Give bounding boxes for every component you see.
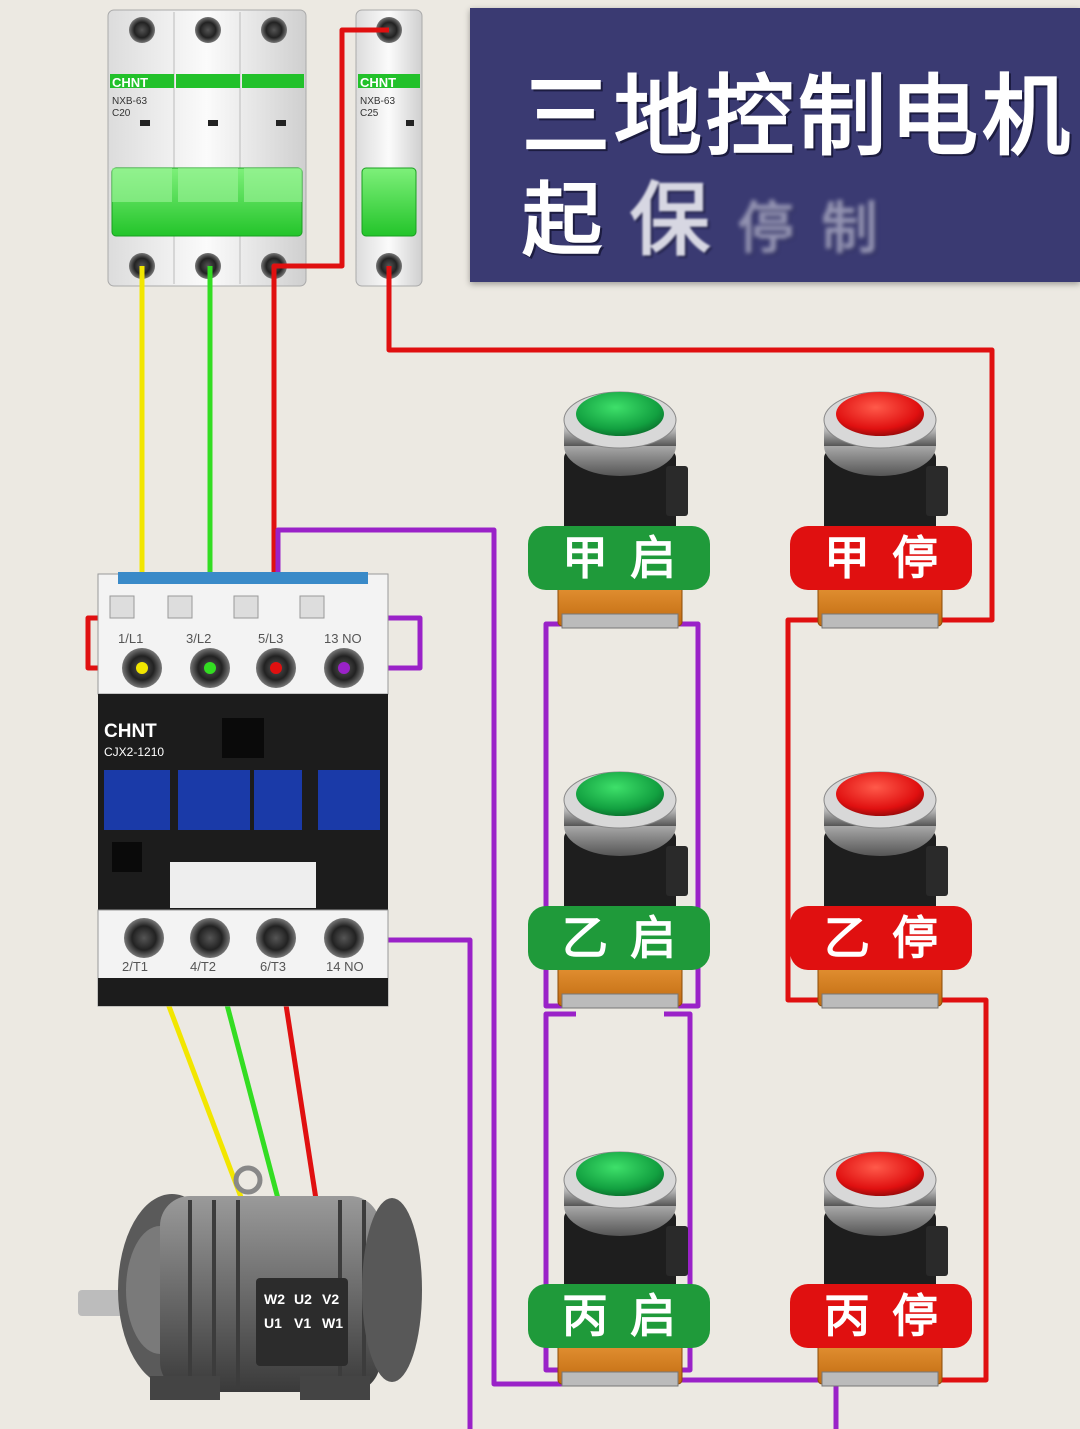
- start-button-body[interactable]: [557, 391, 688, 629]
- motor-terminal-label: W1: [322, 1315, 343, 1331]
- stop-button-a[interactable]: 甲停: [790, 526, 972, 590]
- contact-terminal: [821, 613, 939, 629]
- button-housing: [564, 450, 676, 540]
- start-button-body[interactable]: [557, 771, 688, 1009]
- motor-terminal-label: U1: [264, 1315, 282, 1331]
- terminal-label: 1/L1: [118, 631, 143, 646]
- motor-terminal-label: U2: [294, 1291, 312, 1307]
- button-housing: [564, 830, 676, 920]
- motor: W2 U2 V2 U1 V1 W1: [78, 1165, 422, 1400]
- green-button-cap-icon[interactable]: [576, 392, 664, 436]
- three-pole-breaker: CHNT NXB-63 C20: [107, 9, 307, 287]
- breaker-model: NXB-63: [360, 96, 395, 107]
- contact-terminal: [561, 613, 679, 629]
- single-pole-breaker: CHNT NXB-63 C25: [355, 9, 423, 287]
- motor-terminal-label: V2: [322, 1291, 339, 1307]
- contactor-brand: CHNT: [104, 721, 157, 742]
- motor-terminal-label: V1: [294, 1315, 311, 1331]
- wire-purple-bottom: [664, 1377, 839, 1429]
- subtitle-char: 停: [737, 197, 794, 262]
- wire-red-control: [386, 266, 995, 623]
- stop-button-body[interactable]: [817, 771, 948, 1009]
- breaker-rating: C25: [360, 108, 379, 119]
- button-housing: [564, 1210, 676, 1300]
- contact-terminal: [561, 1371, 679, 1387]
- breaker-screw-icon: [195, 17, 221, 43]
- wire-red-stop-chain1: [785, 617, 830, 1003]
- breaker-screw-icon: [261, 17, 287, 43]
- terminal-label: 13 NO: [324, 631, 362, 646]
- stop-button-body[interactable]: [817, 391, 948, 629]
- contact-terminal: [821, 1371, 939, 1387]
- stop-button-c[interactable]: 丙停: [790, 1284, 972, 1348]
- wire-purple-main: [275, 527, 576, 1387]
- contactor: 1/L1 3/L2 5/L3 13 NO CHNT CJX2-1210 2/T1…: [97, 572, 389, 1007]
- breaker-handle[interactable]: [361, 167, 417, 237]
- terminal-label: 5/L3: [258, 631, 283, 646]
- motor-terminal-box: [256, 1278, 348, 1366]
- start-button-b[interactable]: 乙启: [528, 906, 710, 970]
- start-button-c[interactable]: 丙启: [528, 1284, 710, 1348]
- breaker-brand: CHNT: [360, 75, 396, 90]
- subtitle-char: 制: [821, 197, 878, 262]
- terminal-label: 6/T3: [260, 959, 286, 974]
- subtitle-char: 保: [629, 174, 710, 267]
- subtitle-char: 起: [522, 174, 602, 267]
- contact-terminal: [561, 993, 679, 1009]
- stop-button-b[interactable]: 乙停: [790, 906, 972, 970]
- page-subtitle: 起 保 停 制: [522, 156, 878, 272]
- button-housing: [824, 450, 936, 540]
- red-button-cap-icon[interactable]: [836, 772, 924, 816]
- contact-terminal: [821, 993, 939, 1009]
- terminal-label: 14 NO: [326, 959, 364, 974]
- terminal-label: 3/L2: [186, 631, 211, 646]
- contactor-model: CJX2-1210: [104, 745, 164, 759]
- red-button-cap-icon[interactable]: [836, 1152, 924, 1196]
- breaker-screw-icon: [129, 17, 155, 43]
- terminal-label: 2/T1: [122, 959, 148, 974]
- breaker-rating: C20: [112, 108, 131, 119]
- wire-red-stop-chain2: [940, 997, 989, 1383]
- page-title: 三地控制电机: [522, 65, 1075, 168]
- start-button-body[interactable]: [557, 1151, 688, 1387]
- terminal-screw-icon: [124, 918, 164, 958]
- green-button-cap-icon[interactable]: [576, 772, 664, 816]
- breaker-model: NXB-63: [112, 96, 147, 107]
- breaker-brand: CHNT: [112, 75, 148, 90]
- terminal-label: 4/T2: [190, 959, 216, 974]
- wire-red-supply: [271, 27, 389, 668]
- red-button-cap-icon[interactable]: [836, 392, 924, 436]
- terminal-screw-icon: [324, 918, 364, 958]
- terminal-screw-icon: [190, 918, 230, 958]
- stop-button-body[interactable]: [817, 1151, 948, 1387]
- green-button-cap-icon[interactable]: [576, 1152, 664, 1196]
- motor-terminal-label: W2: [264, 1291, 285, 1307]
- title-banner: 三地控制电机 起 保 停 制: [470, 8, 1080, 282]
- start-button-a[interactable]: 甲启: [528, 526, 710, 590]
- button-housing: [824, 830, 936, 920]
- button-housing: [824, 1210, 936, 1300]
- terminal-screw-icon: [256, 918, 296, 958]
